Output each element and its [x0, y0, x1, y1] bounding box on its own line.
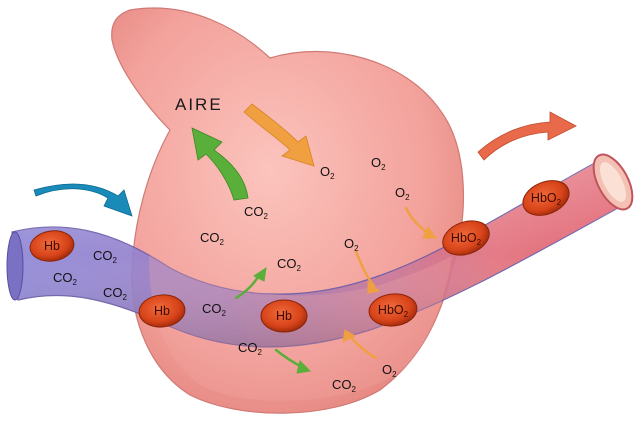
molecule-label: CO2	[53, 270, 77, 287]
big-arrows	[33, 103, 577, 217]
molecule-label: O2	[344, 236, 359, 253]
o2-inhale-arrow	[243, 103, 315, 167]
o2-diffusion-arrow	[354, 250, 376, 288]
molecule-label: CO2	[200, 230, 224, 247]
molecule-label: O2	[371, 155, 386, 172]
molecule-label: O2	[395, 185, 410, 202]
red-cell-label: Hb	[276, 308, 292, 323]
molecule-label: CO2	[103, 285, 127, 302]
red-cell	[260, 299, 308, 333]
molecule-label: CO2	[238, 340, 262, 357]
molecule-label: CO2	[93, 248, 117, 265]
red-cell	[29, 230, 75, 262]
red-cell-label: HbO2	[450, 230, 482, 247]
red-cell-label: Hb	[154, 303, 170, 318]
red-cell	[368, 293, 418, 327]
co2-exhale-arrow	[191, 127, 249, 201]
red-blood-cells	[29, 180, 570, 333]
vessel-left-opening	[6, 231, 24, 301]
red-cell-label: HbO2	[377, 302, 409, 319]
molecule-label: CO2	[202, 301, 226, 318]
red-cell-label: HbO2	[530, 190, 562, 207]
red-cell-label: Hb	[44, 238, 60, 253]
molecule-label: O2	[320, 164, 335, 181]
molecule-label: CO2	[277, 256, 301, 273]
blood-inflow-arrow	[33, 183, 133, 217]
air-label: AIRE	[175, 95, 223, 114]
red-cell	[522, 180, 570, 216]
molecule-label: CO2	[332, 377, 356, 394]
red-cell	[442, 220, 490, 256]
blood-outflow-arrow	[477, 111, 577, 161]
molecule-label: CO2	[244, 204, 268, 221]
small-arrows	[234, 206, 437, 374]
molecule-label: O2	[382, 362, 397, 379]
red-cell	[138, 294, 186, 328]
